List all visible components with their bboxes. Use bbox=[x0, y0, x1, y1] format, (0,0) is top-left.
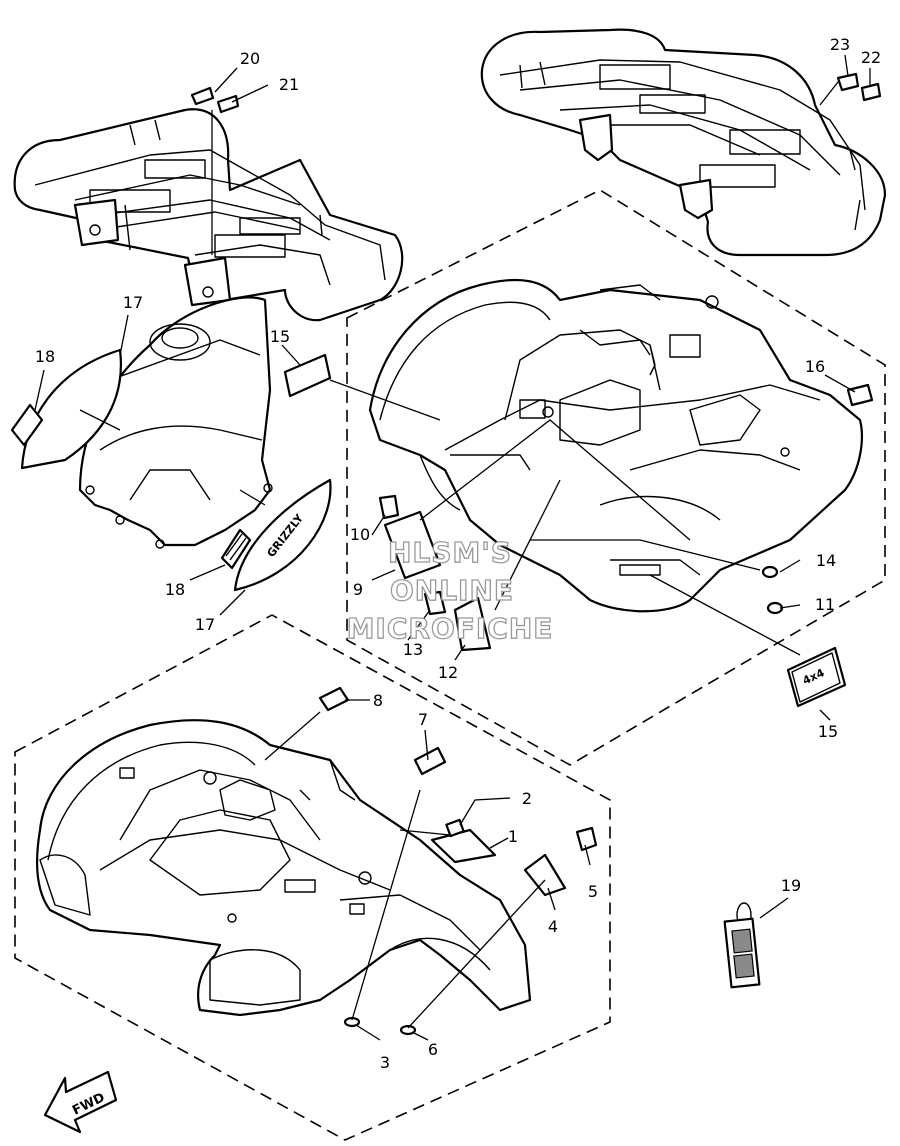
callout-13: 13 bbox=[403, 640, 423, 659]
front-panel-cover bbox=[78, 296, 273, 549]
callout-18-lower: 18 bbox=[165, 580, 185, 599]
callout-8: 8 bbox=[373, 691, 383, 710]
front-assembly-boundary bbox=[14, 614, 611, 1141]
rear-assembly-boundary bbox=[346, 189, 886, 766]
front-carrier-rack bbox=[13, 108, 404, 322]
callout-17-lower: 17 bbox=[195, 615, 215, 634]
watermark-line-1: HLSM'S bbox=[388, 536, 512, 569]
front-fender bbox=[35, 719, 532, 1017]
fasteners-and-plates bbox=[190, 72, 882, 1036]
callout-2: 2 bbox=[522, 789, 532, 808]
callout-19: 19 bbox=[781, 876, 801, 895]
rear-carrier-rack bbox=[480, 28, 887, 257]
small-striped-decal bbox=[220, 528, 252, 570]
callout-1: 1 bbox=[508, 827, 518, 846]
callout-12: 12 bbox=[438, 663, 458, 682]
watermark: HLSM'S ONLINE MICROFICHE bbox=[346, 535, 554, 645]
callout-14: 14 bbox=[816, 551, 836, 570]
rear-small-label bbox=[846, 383, 874, 407]
callout-17-upper: 17 bbox=[123, 293, 143, 312]
callout-23: 23 bbox=[830, 35, 850, 54]
callout-15-upper: 15 bbox=[270, 327, 290, 346]
rear-fender bbox=[368, 278, 863, 613]
callout-15-lower: 15 bbox=[818, 722, 838, 741]
callout-7: 7 bbox=[418, 710, 428, 729]
rear-rectangular-decal bbox=[283, 353, 332, 398]
callout-9: 9 bbox=[353, 580, 363, 599]
callout-5: 5 bbox=[588, 882, 598, 901]
callout-22: 22 bbox=[861, 48, 881, 67]
grizzly-side-decal: GRIZZLY bbox=[233, 478, 332, 592]
fwd-arrow: FWD bbox=[43, 1070, 118, 1134]
watermark-line-2: ONLINE bbox=[390, 574, 514, 607]
watermark-line-3: MICROFICHE bbox=[347, 612, 554, 645]
callout-6: 6 bbox=[428, 1040, 438, 1059]
callout-labels: 1 2 3 4 5 6 7 8 9 10 11 12 13 14 15 15 1… bbox=[35, 35, 881, 1072]
callout-10: 10 bbox=[350, 525, 370, 544]
small-decal-left bbox=[10, 403, 44, 447]
callout-4: 4 bbox=[548, 917, 558, 936]
four-by-four-emblem: 4x4 bbox=[786, 646, 847, 708]
callout-21: 21 bbox=[279, 75, 299, 94]
callout-20: 20 bbox=[240, 49, 260, 68]
callout-18-upper: 18 bbox=[35, 347, 55, 366]
callout-16: 16 bbox=[805, 357, 825, 376]
callout-3: 3 bbox=[380, 1053, 390, 1072]
leader-lines bbox=[34, 54, 871, 1041]
tag-label bbox=[723, 902, 761, 989]
callout-11: 11 bbox=[815, 595, 835, 614]
